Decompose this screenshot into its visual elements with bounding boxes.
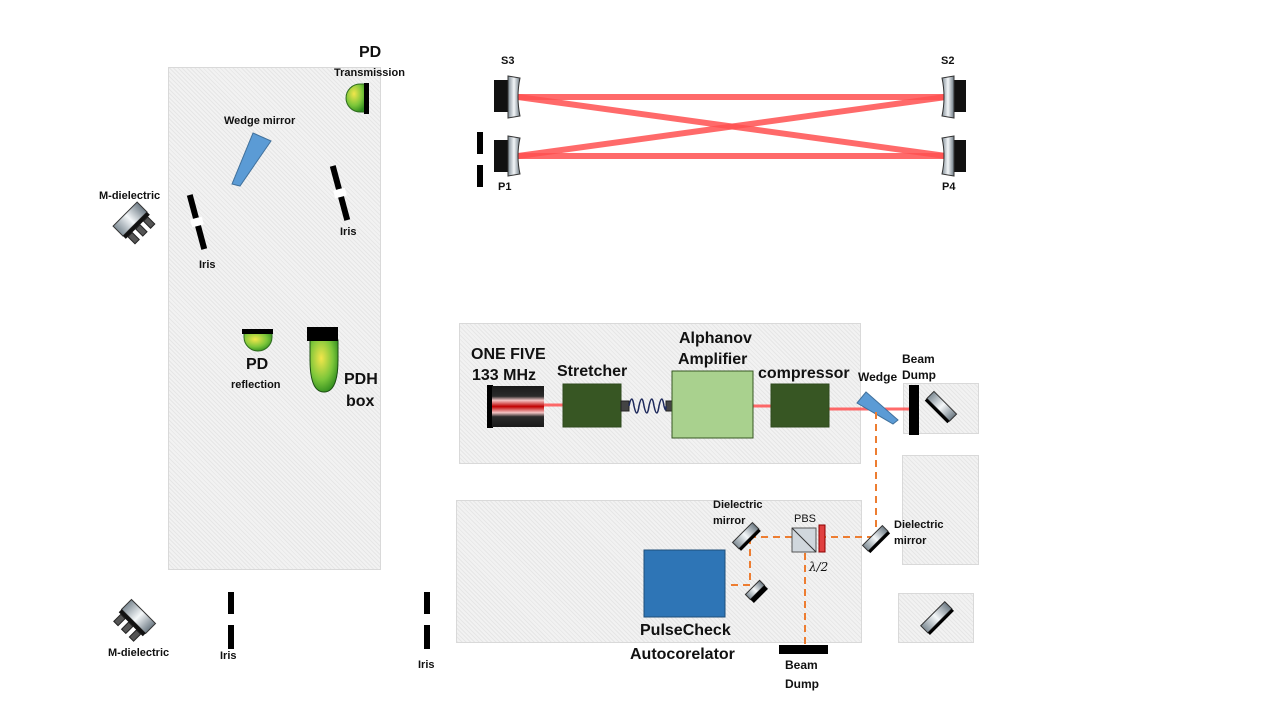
dielectric-mirror-left-icon [731,521,761,551]
label-autocorrelator-line2: Autocorelator [630,646,735,663]
label-dielectric-mirror-right-line1: Dielectric [894,519,944,531]
label-dielectric-mirror-left-line2: mirror [713,515,746,527]
label-beam-dump-bottom-line1: Beam [785,658,818,672]
label-s2: S2 [941,55,955,67]
label-compressor: compressor [758,365,850,382]
label-autocorrelator-line1: PulseCheck [640,622,731,639]
label-beam-dump-top-line1: Beam [902,352,935,366]
label-pd-reflection-title: PD [246,356,269,373]
label-laser-line1: ONE FIVE [471,346,546,363]
label-p4: P4 [942,181,956,193]
laser-one-five-icon [487,385,544,428]
bottom-board-mirror-icon [920,601,954,635]
beam-dump-mirror-icon [924,390,958,424]
label-beam-dump-bottom-line2: Dump [785,677,819,691]
alphanov-amplifier-box [671,370,754,439]
cavity-beams [517,94,947,159]
dielectric-mirror-right-icon [861,524,891,554]
label-pd-transmission-subtitle: Transmission [334,67,405,79]
label-iris-right: Iris [340,226,357,238]
left-breadboard [168,67,381,570]
label-dielectric-mirror-right-line2: mirror [894,535,927,547]
iris-bottom-1-icon [228,592,234,649]
label-iris-bottom-1: Iris [220,650,237,662]
label-pdh-box-line1: PDH [344,371,378,388]
iris-bottom-2-icon [424,592,430,649]
half-wave-plate-icon [818,524,826,553]
label-stretcher: Stretcher [557,363,628,380]
label-pdh-box-line2: box [346,393,375,410]
label-half-wave-plate: λ/2 [809,560,829,574]
wedge-icon [856,391,899,425]
stretcher-box [562,383,622,428]
m-dielectric-mirror-icon [112,201,156,245]
compressor-box [770,383,830,428]
label-iris-bottom-2: Iris [418,659,435,671]
pdh-box-icon [307,327,339,393]
label-pbs: PBS [794,513,817,525]
beam-p1-s2 [517,94,947,159]
label-p1: P1 [498,181,512,193]
pd-transmission-icon [345,83,369,114]
iris-right-icon [329,165,351,221]
mirror-s3-icon [494,75,521,119]
fiber-coil-icon [620,398,675,414]
label-wedge-mirror: Wedge mirror [224,115,296,127]
label-m-dielectric-bottom: M-dielectric [108,647,170,659]
dielectric-mirror-lower-icon [744,579,769,604]
label-amplifier-line2: Amplifier [678,351,748,368]
label-pd-transmission-title: PD [359,44,382,61]
label-beam-dump-top-line2: Dump [902,368,936,382]
label-pd-reflection-subtitle: reflection [231,379,281,391]
label-amplifier-line1: Alphanov [679,330,752,347]
mirror-p1-icon [494,135,521,177]
label-m-dielectric-top: M-dielectric [99,190,161,202]
pulsecheck-autocorrelator-box [643,549,726,618]
iris-left-icon [186,194,208,250]
mirror-s2-icon [941,75,966,119]
beam-dump-bottom-icon [779,645,828,654]
wedge-mirror-icon [231,132,272,187]
m-dielectric-bottom-icon [113,598,157,642]
label-s3: S3 [501,55,515,67]
pd-reflection-icon [242,329,273,352]
beam-dump-top-icon [909,385,919,435]
cavity-iris-icon [477,132,483,187]
label-wedge: Wedge [858,370,898,384]
dashed-beam-path [726,412,877,645]
label-dielectric-mirror-left-line1: Dielectric [713,499,763,511]
mirror-p4-icon [941,135,966,177]
pbs-cube-icon [791,527,817,553]
dielectric-mirror-board [902,455,979,565]
label-laser-line2: 133 MHz [472,367,537,384]
label-iris-left: Iris [199,259,216,271]
